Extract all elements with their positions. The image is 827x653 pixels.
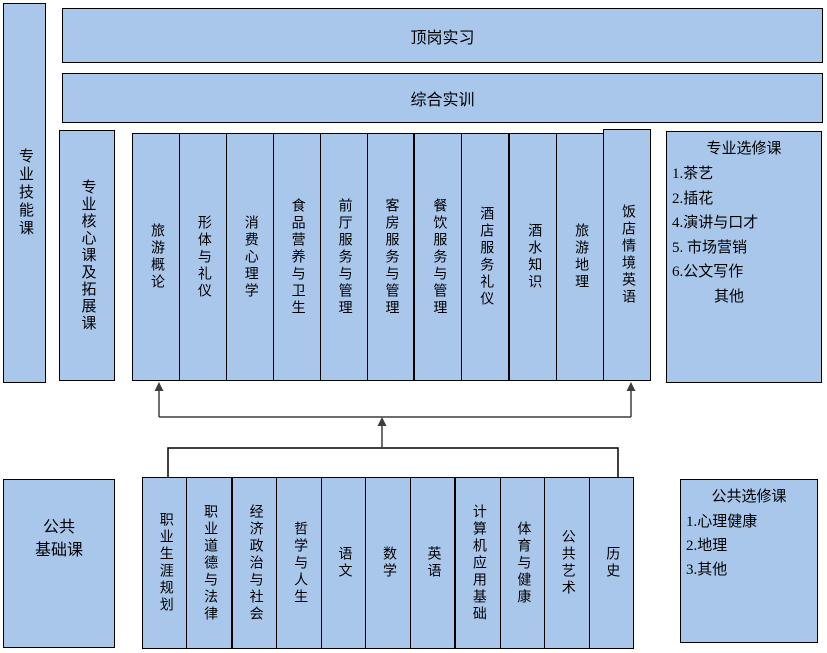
public-basic-label-line2: 基础课	[34, 542, 83, 559]
course-label: 哲学与人生	[292, 520, 308, 606]
course-label: 职业道德与法律	[202, 503, 218, 623]
elective-item: 5. 市场营销	[672, 239, 748, 256]
course-column: 食品营养与卫生	[272, 133, 321, 381]
public-electives-title: 公共选修课	[711, 489, 787, 505]
course-column: 职业道德与法律	[186, 477, 232, 649]
course-column: 前厅服务与管理	[319, 133, 368, 381]
course-label: 英语	[425, 546, 441, 580]
course-column: 公共艺术	[544, 477, 590, 649]
elective-item: 2.插花	[672, 190, 714, 207]
course-column: 旅游地理	[556, 133, 605, 381]
professional-electives-title: 专业选修课	[706, 141, 782, 157]
course-column: 餐饮服务与管理	[413, 133, 463, 381]
core-extension-courses-label: 专业核心课及拓展课	[79, 179, 96, 332]
course-label: 计算机应用基础	[470, 503, 486, 623]
core-extension-courses-box: 专业核心课及拓展课	[59, 130, 115, 381]
elective-item: 1.心理健康	[686, 514, 758, 530]
course-column: 体育与健康	[499, 477, 546, 649]
course-column: 职业生涯规划	[142, 477, 188, 649]
course-column: 旅游概论	[132, 133, 180, 381]
public-courses-group: 职业生涯规划 职业道德与法律 经济政治与社会 哲学与人生 语文 数学 英语 计算…	[142, 477, 634, 649]
professional-courses-group: 旅游概论 形体与礼仪 消费心理学 食品营养与卫生 前厅服务与管理 客房服务与管理…	[132, 129, 651, 381]
course-label: 酒水知识	[526, 223, 542, 291]
public-basic-label-line1: 公共	[42, 519, 75, 536]
professional-skill-courses-box: 专业技能课	[3, 3, 46, 383]
course-label: 历史	[604, 546, 620, 580]
elective-item: 其他	[714, 288, 745, 305]
course-column: 计算机应用基础	[454, 477, 501, 649]
course-label: 餐饮服务与管理	[431, 197, 447, 317]
course-column: 哲学与人生	[276, 477, 322, 649]
course-label: 酒店服务礼仪	[478, 206, 494, 308]
course-label: 语文	[336, 546, 352, 580]
course-label: 形体与礼仪	[195, 214, 211, 300]
internship-label: 顶岗实习	[410, 29, 475, 47]
course-column: 数学	[365, 477, 411, 649]
course-label: 经济政治与社会	[247, 503, 263, 623]
professional-electives-box: 专业选修课 1.茶艺 2.插花 4.演讲与口才 5. 市场营销 6.公文写作 其…	[666, 131, 822, 383]
elective-item: 2.地理	[686, 538, 728, 554]
course-label: 客房服务与管理	[383, 197, 399, 317]
comprehensive-training-label: 综合实训	[410, 92, 475, 109]
course-label: 旅游概论	[148, 223, 164, 291]
elective-item: 4.演讲与口才	[672, 215, 759, 231]
course-column: 经济政治与社会	[230, 477, 278, 649]
course-column: 饭店情境英语	[603, 129, 651, 381]
course-label: 公共艺术	[559, 529, 575, 597]
course-label: 职业生涯规划	[157, 512, 173, 614]
course-label: 旅游地理	[573, 223, 589, 291]
course-label: 数学	[380, 546, 396, 580]
comprehensive-training-box: 综合实训	[62, 73, 823, 123]
professional-skill-courses-label: 专业技能课	[17, 148, 33, 238]
course-label: 前厅服务与管理	[336, 197, 352, 317]
course-label: 食品营养与卫生	[289, 197, 305, 317]
course-column: 客房服务与管理	[366, 133, 415, 381]
elective-item: 6.公文写作	[672, 264, 744, 280]
public-electives-box: 公共选修课 1.心理健康 2.地理 3.其他	[680, 479, 818, 643]
course-column: 历史	[588, 477, 634, 649]
course-column: 酒水知识	[508, 133, 558, 381]
course-column: 语文	[320, 477, 367, 649]
public-basic-courses-box: 公共 基础课	[3, 479, 115, 648]
elective-item: 1.茶艺	[672, 166, 714, 182]
internship-box: 顶岗实习	[62, 8, 823, 63]
course-label: 体育与健康	[515, 520, 531, 606]
course-column: 酒店服务礼仪	[461, 133, 510, 381]
course-label: 消费心理学	[242, 214, 258, 300]
course-column: 消费心理学	[225, 133, 274, 381]
course-column: 形体与礼仪	[178, 133, 227, 381]
elective-item: 3.其他	[686, 562, 728, 578]
course-column: 英语	[409, 477, 456, 649]
course-label: 饭店情境英语	[620, 204, 636, 306]
